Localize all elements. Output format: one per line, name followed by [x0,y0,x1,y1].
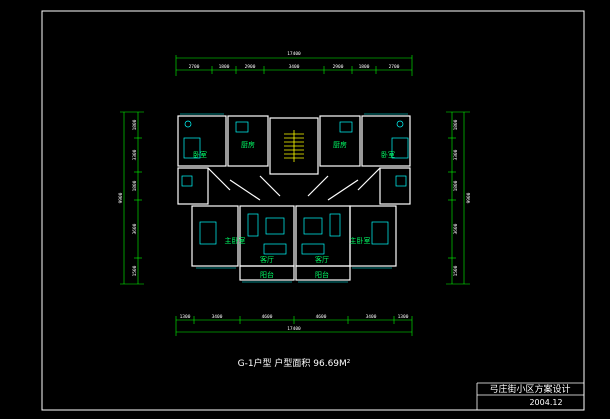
dim-bottom-seg-3: 4600 [262,314,273,320]
dim-top-seg-6: 1800 [359,64,370,70]
stair [284,130,304,162]
dim-bottom-seg-6: 1300 [398,314,409,320]
dim-right-total: 9900 [466,192,472,203]
dim-top-seg-3: 2900 [245,64,256,70]
dim-left-seg-2: 3300 [132,149,138,160]
room-label-left-living: 客厅 [260,255,274,264]
drawing-caption: G-1户型 户型面积 96.69M² [238,357,351,369]
room-label-right-kitchen: 厨房 [333,140,347,149]
room-label-left-bedroom: 卧室 [193,150,207,159]
dim-right-seg-1: 1800 [453,119,459,130]
fixtures [181,120,409,255]
dim-left-seg-5: 1500 [132,265,138,276]
dim-bottom-seg-1: 1300 [180,314,191,320]
dim-bottom-seg-5: 3400 [366,314,377,320]
room-label-right-bedroom: 卧室 [381,150,395,159]
dim-right-seg-5: 1500 [453,265,459,276]
window-marks [180,113,408,283]
project-title: 弓庄街小区方案设计 [489,383,570,395]
dimension-lines [120,55,470,336]
dim-top-seg-4: 3400 [289,64,300,70]
dim-left-seg-1: 1800 [132,119,138,130]
dim-bottom-seg-2: 3400 [212,314,223,320]
dim-right-seg-2: 3300 [453,149,459,160]
drawing-frame [41,10,585,411]
dim-left-seg-3: 1800 [132,180,138,191]
dim-left-seg-4: 3600 [132,223,138,234]
dim-right-seg-4: 3600 [453,223,459,234]
dim-top-seg-2: 1800 [219,64,230,70]
dim-left-total: 9900 [118,192,124,203]
dim-right-seg-3: 1800 [453,180,459,191]
room-label-right-master: 主卧室 [350,236,371,245]
room-label-right-living: 客厅 [315,255,329,264]
room-label-left-kitchen: 厨房 [241,140,255,149]
dim-bottom-total: 17400 [287,326,301,332]
dim-bottom-seg-4: 4600 [316,314,327,320]
dim-top-seg-5: 2900 [333,64,344,70]
dim-top-total: 17400 [287,51,301,57]
floor-plan-walls [177,115,411,281]
room-label-right-balcony: 阳台 [315,270,329,279]
dim-top-seg-7: 2700 [389,64,400,70]
room-label-left-master: 主卧室 [225,236,246,245]
dim-top-seg-1: 2700 [189,64,200,70]
drawing-date: 2004.12 [529,398,562,407]
room-label-left-balcony: 阳台 [260,270,274,279]
